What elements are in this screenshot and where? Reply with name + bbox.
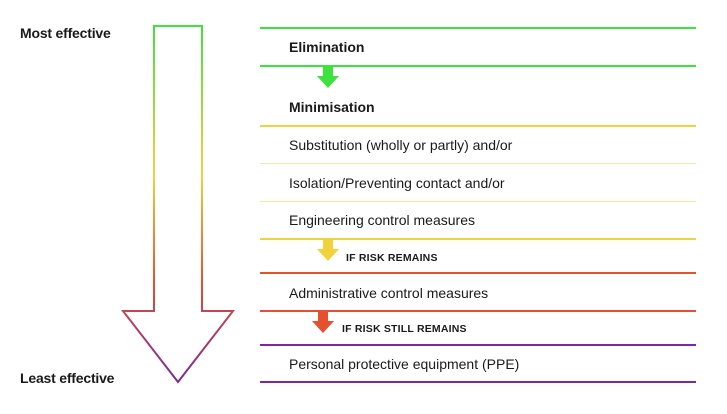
divider-line [260,27,696,29]
divider-line [260,381,696,383]
engineering-label: Engineering control measures [289,212,475,228]
least-effective-label: Least effective [20,370,115,386]
if-risk-remains-note: IF RISK REMAINS [346,252,438,264]
red-down-arrow-icon [312,312,334,333]
substitution-label: Substitution (wholly or partly) and/or [289,137,513,153]
administrative-label: Administrative control measures [289,285,489,301]
divider-line [260,344,696,346]
effectiveness-arrow [120,25,236,384]
green-down-arrow-icon [317,67,339,88]
divider-line [260,310,696,312]
divider-line [260,65,696,67]
elimination-label: Elimination [289,39,365,55]
divider-line [260,201,696,202]
divider-line [260,125,696,127]
minimisation-label: Minimisation [289,99,375,115]
divider-line [260,163,696,164]
most-effective-label: Most effective [20,25,111,41]
ppe-label: Personal protective equipment (PPE) [289,356,520,372]
divider-line [260,272,696,274]
isolation-label: Isolation/Preventing contact and/or [289,175,505,191]
yellow-down-arrow-icon [317,240,339,261]
if-risk-still-remains-note: IF RISK STILL REMAINS [342,323,467,335]
divider-line [260,238,696,240]
